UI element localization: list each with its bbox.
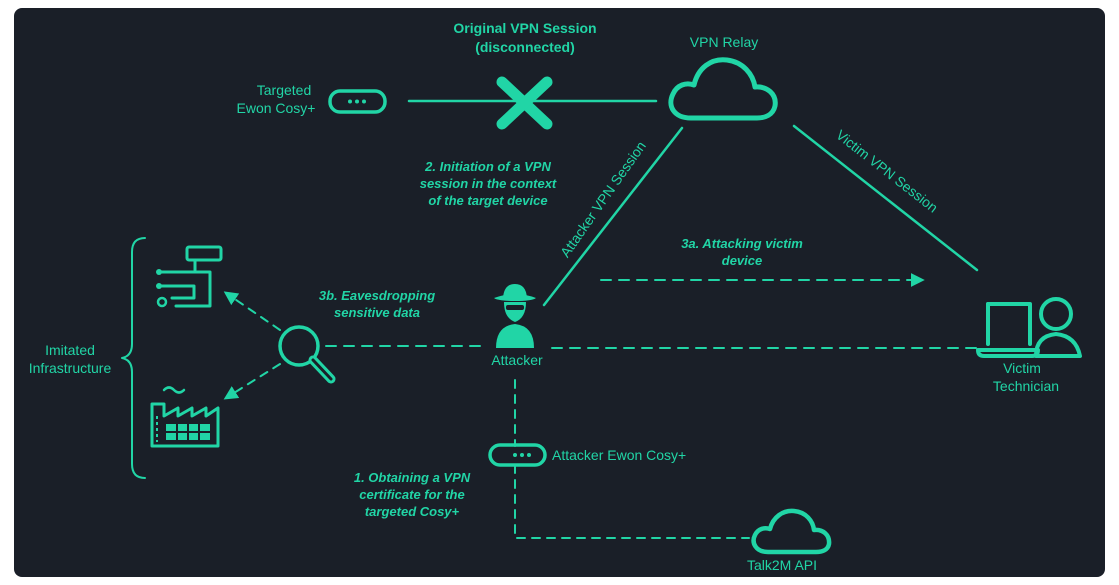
imitated-label-1: Imitated (45, 342, 95, 358)
pipeline-icon (156, 245, 223, 308)
step2-line1: 2. Initiation of a VPN (424, 159, 551, 174)
step1-line2: certificate for the (359, 487, 464, 502)
diagram-panel: Original VPN Session (disconnected) VPN … (14, 8, 1105, 577)
router-icon (328, 89, 387, 114)
step1-line3: targeted Cosy+ (365, 504, 460, 519)
attacker-router-icon (488, 443, 547, 467)
eavesdrop-arrow-down (223, 363, 281, 400)
attacker-vpn-session-label: Attacker VPN Session (557, 138, 649, 260)
step3b-line1: 3b. Eavesdropping (319, 288, 435, 303)
step2-line3: of the target device (428, 193, 547, 208)
cloud-icon (668, 57, 778, 121)
step3a-line1: 3a. Attacking victim (681, 236, 803, 251)
targeted-label-2: Ewon Cosy+ (237, 100, 316, 116)
step3a-line2: device (722, 253, 762, 268)
diagram-canvas: Original VPN Session (disconnected) VPN … (29, 20, 1082, 573)
original-session-status: (disconnected) (475, 39, 575, 55)
attacker-vpn-session-line (542, 126, 684, 307)
victim-vpn-session-line (792, 124, 979, 272)
vpn-relay-label: VPN Relay (690, 34, 758, 50)
talk2m-cloud-icon (751, 508, 832, 555)
victim-label-2: Technician (993, 378, 1059, 394)
targeted-label-1: Targeted (257, 82, 311, 98)
eavesdrop-arrow-up (223, 291, 281, 331)
cosy-talk2m-link (514, 464, 750, 539)
step2-line2: session in the context (420, 176, 557, 191)
step1-line1: 1. Obtaining a VPN (354, 470, 471, 485)
talk2m-label: Talk2M API (747, 557, 817, 573)
original-session-title: Original VPN Session (453, 20, 596, 36)
step3b-line2: sensitive data (334, 305, 420, 320)
imitated-label-2: Infrastructure (29, 360, 112, 376)
technician-laptop-icon (976, 297, 1082, 358)
magnifier-icon (278, 325, 336, 384)
attacker-icon (494, 284, 536, 348)
victim-label-1: Victim (1003, 360, 1041, 376)
x-mark-icon (496, 76, 553, 130)
brace-icon (121, 237, 146, 479)
connections (223, 99, 980, 539)
factory-icon (150, 386, 220, 448)
attacker-label: Attacker (491, 352, 543, 368)
attacker-cosy-label: Attacker Ewon Cosy+ (552, 447, 686, 463)
